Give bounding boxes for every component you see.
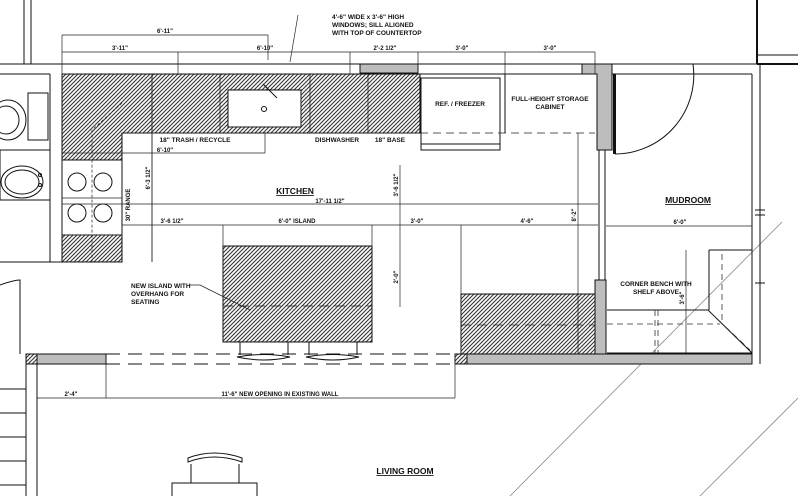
dim-island-right: 3'-0" bbox=[411, 219, 424, 225]
stairs bbox=[0, 279, 26, 486]
countertop bbox=[61, 73, 421, 263]
dimension-lines bbox=[37, 14, 752, 399]
island-note: NEW ISLAND WITH bbox=[131, 283, 191, 290]
window-note: WITH TOP OF COUNTERTOP bbox=[332, 30, 422, 37]
wall-segment bbox=[359, 63, 419, 74]
dim-top-base: 2'-2 1/2" bbox=[374, 46, 397, 52]
wall-segment bbox=[466, 353, 753, 365]
dim-island-width: 6'-0" ISLAND bbox=[279, 219, 317, 225]
room-label-kitchen: KITCHEN bbox=[276, 186, 314, 196]
window-mudroom bbox=[755, 209, 765, 284]
dim-island-depth: 2'-0" bbox=[394, 270, 400, 283]
dim-top-left: 3'-11" bbox=[112, 46, 128, 52]
room-label-living-room: LIVING ROOM bbox=[376, 466, 433, 476]
window-note: 4'-6" WIDE x 3'-6" HIGH bbox=[332, 14, 404, 21]
dim-kitchen-length: 17'-11 1/2" bbox=[315, 199, 344, 205]
dim-top-sink: 6'-10" bbox=[257, 46, 273, 52]
trash-label: 18" TRASH / RECYCLE bbox=[160, 137, 232, 144]
lower-counter bbox=[460, 293, 596, 355]
door-swing-icon bbox=[613, 63, 695, 155]
fridge-label: REF. / FREEZER bbox=[435, 101, 485, 108]
wall-segment bbox=[594, 279, 607, 357]
bench-note: CORNER BENCH WITH bbox=[620, 281, 692, 288]
storage-label: FULL-HEIGHT STORAGE bbox=[511, 96, 589, 103]
dim-top-overall: 6'-11" bbox=[157, 29, 173, 35]
dim-aisle: 3'-6 1/2" bbox=[394, 173, 400, 196]
dim-counter-run: 6'-10" bbox=[157, 148, 173, 154]
storage-cabinet: FULL-HEIGHT STORAGE CABINET bbox=[420, 74, 595, 134]
exterior-wall-corner bbox=[23, 0, 798, 65]
dim-counter-lower: 4'-6" bbox=[521, 219, 534, 225]
island-note: SEATING bbox=[131, 299, 159, 306]
dishwasher-label: DISHWASHER bbox=[315, 137, 359, 144]
kitchen-sink-icon bbox=[227, 83, 302, 128]
dim-top-fridge: 3'-0" bbox=[456, 46, 469, 52]
dim-bench-depth: 3'-6" bbox=[680, 291, 686, 304]
guide-line bbox=[699, 397, 798, 496]
dim-opening: 11'-6" NEW OPENING IN EXISTING WALL bbox=[222, 392, 339, 398]
window-note: WINDOWS; SILL ALIGNED bbox=[332, 22, 414, 29]
dim-wall-left: 2'-4" bbox=[65, 392, 78, 398]
dim-wall-vertical: 8'-2" bbox=[572, 208, 578, 221]
wall-segment bbox=[36, 353, 107, 365]
stool-icon bbox=[236, 342, 360, 361]
wall-segment bbox=[454, 353, 468, 365]
dim-island-left: 3'-6 1/2" bbox=[161, 219, 184, 225]
bench-note: SHELF ABOVE bbox=[633, 289, 680, 296]
dim-mudroom-width: 6'-0" bbox=[674, 220, 687, 226]
dim-top-storage: 3'-0" bbox=[544, 46, 557, 52]
refrigerator: REF. / FREEZER bbox=[420, 73, 501, 151]
wall-segment bbox=[25, 353, 38, 365]
bathroom-sink-icon bbox=[0, 149, 51, 201]
toilet-icon bbox=[0, 92, 49, 141]
kitchen-island bbox=[222, 245, 373, 343]
chair-icon bbox=[171, 452, 258, 496]
corner-bench bbox=[607, 249, 753, 354]
island-note: OVERHANG FOR bbox=[131, 291, 184, 298]
wall-column bbox=[581, 63, 613, 151]
storage-label: CABINET bbox=[536, 104, 565, 111]
room-label-mudroom: MUDROOM bbox=[665, 195, 711, 205]
base-label: 18" BASE bbox=[375, 137, 406, 144]
range-label: 30" RANGE bbox=[126, 189, 132, 222]
dim-range-side: 6'-3 1/2" bbox=[146, 166, 152, 189]
